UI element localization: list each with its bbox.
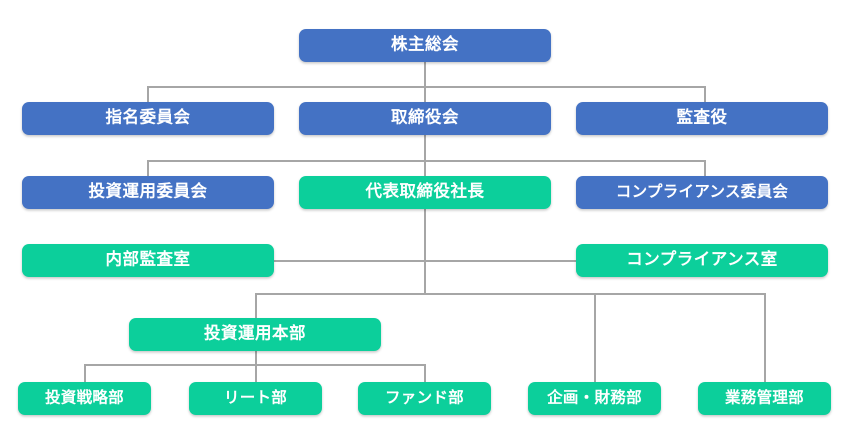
node-label-fund-dept: ファンド部 [384,389,464,407]
node-nomination-committee[interactable]: 指名委員会 [22,102,274,135]
node-label-internal-audit-office: 内部監査室 [105,250,191,269]
connector-drop-nomination-committee [147,86,149,103]
node-president-ceo[interactable]: 代表取締役社長 [299,176,551,209]
node-compliance-committee[interactable]: コンプライアンス委員会 [576,176,828,209]
connector-drop-investment-strategy-dept [84,364,86,383]
node-reit-dept[interactable]: リート部 [189,382,322,415]
connector-bus-level2 [148,86,706,88]
node-board-of-directors[interactable]: 取締役会 [299,102,551,135]
connector-drop-compliance-committee [704,160,706,177]
connector-drop-president-ceo [424,160,426,177]
node-label-business-management-dept: 業務管理部 [724,389,804,407]
connector-drop-auditor [704,86,706,103]
connector-trunk-investment-management-division [255,351,257,365]
node-investment-strategy-dept[interactable]: 投資戦略部 [18,382,151,415]
node-label-planning-finance-dept: 企画・財務部 [547,389,642,407]
connector-staff-offices [274,260,577,262]
node-label-compliance-committee: コンプライアンス委員会 [615,183,789,201]
node-label-investment-management-committee: 投資運用委員会 [88,182,208,201]
node-compliance-office[interactable]: コンプライアンス室 [576,244,828,277]
node-label-board-of-directors: 取締役会 [391,108,459,127]
node-internal-audit-office[interactable]: 内部監査室 [22,244,274,277]
node-label-investment-strategy-dept: 投資戦略部 [44,389,124,407]
node-label-president-ceo: 代表取締役社長 [365,182,485,201]
node-planning-finance-dept[interactable]: 企画・財務部 [528,382,661,415]
connector-drop-investment-management-division [255,293,257,318]
node-label-investment-management-division: 投資運用本部 [204,324,306,343]
connector-drop-fund-dept [424,364,426,383]
node-auditor[interactable]: 監査役 [576,102,828,135]
connector-bus-division [255,293,766,295]
node-label-compliance-office: コンプライアンス室 [626,250,778,269]
connector-drop-reit-dept [255,364,257,383]
connector-trunk-president-ceo [424,209,426,294]
connector-trunk-level1 [424,62,426,87]
connector-bus-level3 [148,160,706,162]
connector-trunk-level2 [424,135,426,161]
connector-drop-business-management-dept [764,293,766,382]
connector-drop-board-of-directors [424,86,426,103]
node-investment-management-division[interactable]: 投資運用本部 [129,318,381,351]
node-business-management-dept[interactable]: 業務管理部 [698,382,831,415]
node-shareholders-meeting[interactable]: 株主総会 [299,29,551,62]
node-fund-dept[interactable]: ファンド部 [358,382,491,415]
node-label-reit-dept: リート部 [223,389,288,407]
node-investment-management-committee[interactable]: 投資運用委員会 [22,176,274,209]
connector-drop-planning-finance-dept [594,293,596,382]
node-label-auditor: 監査役 [676,108,728,127]
connector-drop-investment-management-committee [147,160,149,177]
node-label-nomination-committee: 指名委員会 [105,108,191,127]
node-label-shareholders-meeting: 株主総会 [391,35,459,54]
